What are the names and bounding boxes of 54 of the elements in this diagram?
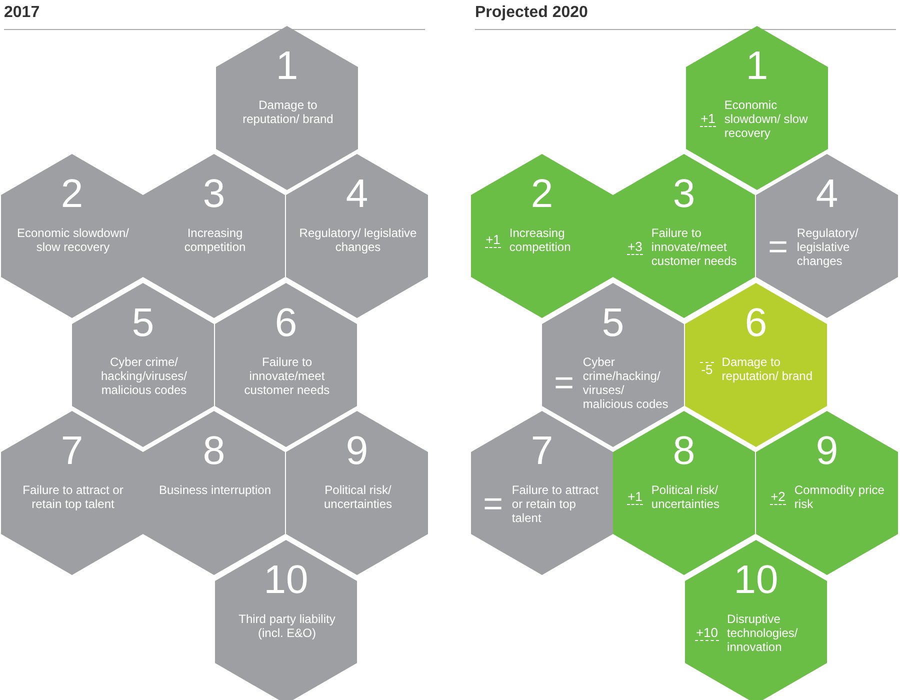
risk-label: Third party liability (incl. E&O)	[238, 612, 336, 640]
rank-number: 5	[602, 301, 624, 345]
rank-change: +10	[694, 626, 720, 640]
rank-number: 9	[346, 429, 368, 473]
rank-number: 7	[530, 429, 554, 473]
panel-heading: Projected 2020	[475, 4, 588, 22]
risk-label: Failure to innovate/meet customer needs	[651, 226, 738, 268]
risk-label: Failure to innovate/meet customer needs	[243, 355, 331, 397]
rank-number: 3	[202, 172, 226, 216]
no-change-sign: =	[553, 368, 575, 398]
rank-number: 4	[816, 172, 838, 216]
rank-number: 2	[60, 172, 84, 216]
risk-label: Commodity price risk	[794, 483, 886, 511]
rank-change: +1	[484, 232, 502, 248]
rank-number: 3	[672, 172, 696, 216]
rank-number: 10	[264, 558, 308, 602]
rank-change: -5	[700, 362, 714, 376]
risk-label: Increasing competition	[509, 226, 572, 254]
rank-change: +1	[626, 490, 644, 504]
risk-label: Regulatory/ legislative changes	[299, 226, 417, 254]
rank-number: 5	[132, 301, 154, 345]
risk-label: Failure to attract or retain top talent	[512, 483, 600, 525]
rank-number: 9	[816, 429, 838, 473]
risk-label: Cyber crime/ hacking/viruses/ malicious codes	[100, 355, 188, 397]
rank-number: 8	[202, 429, 226, 473]
rank-number: 10	[734, 558, 778, 602]
no-change-sign: =	[482, 489, 504, 519]
rank-number: 2	[530, 172, 554, 216]
rank-number: 4	[346, 172, 368, 216]
rank-number: 1	[276, 44, 298, 88]
risk-label: Failure to attract or retain top talent	[22, 483, 124, 511]
risk-label: Business interruption	[158, 483, 272, 497]
risk-label: Increasing competition	[183, 226, 247, 254]
risk-label: Economic slowdown/ slow recovery	[16, 226, 130, 254]
rank-number: 6	[274, 301, 298, 345]
hexagon-tile	[215, 540, 357, 700]
risk-label: Political risk/ uncertainties	[651, 483, 720, 511]
no-change-sign: =	[767, 232, 789, 262]
risk-label: Damage to reputation/ brand	[242, 98, 334, 126]
risk-label: Disruptive technologies/ innovation	[727, 612, 799, 654]
risk-label: Regulatory/ legislative changes	[796, 226, 860, 268]
panel-heading: 2017	[4, 4, 40, 22]
rank-number: 7	[60, 429, 84, 473]
risk-label: Damage to reputation/ brand	[722, 355, 814, 383]
rank-change: +1	[700, 112, 716, 126]
hexagon-tile	[685, 540, 827, 700]
risk-label: Economic slowdown/ slow recovery	[724, 98, 809, 140]
rank-number: 6	[744, 301, 768, 345]
rank-change: +2	[770, 490, 786, 504]
rank-number: 8	[672, 429, 696, 473]
rank-number: 1	[746, 44, 768, 88]
rank-change: +3	[626, 240, 644, 254]
risk-label: Political risk/ uncertainties	[322, 483, 394, 511]
risk-label: Cyber crime/hacking/ viruses/ malicious codes	[582, 355, 670, 411]
